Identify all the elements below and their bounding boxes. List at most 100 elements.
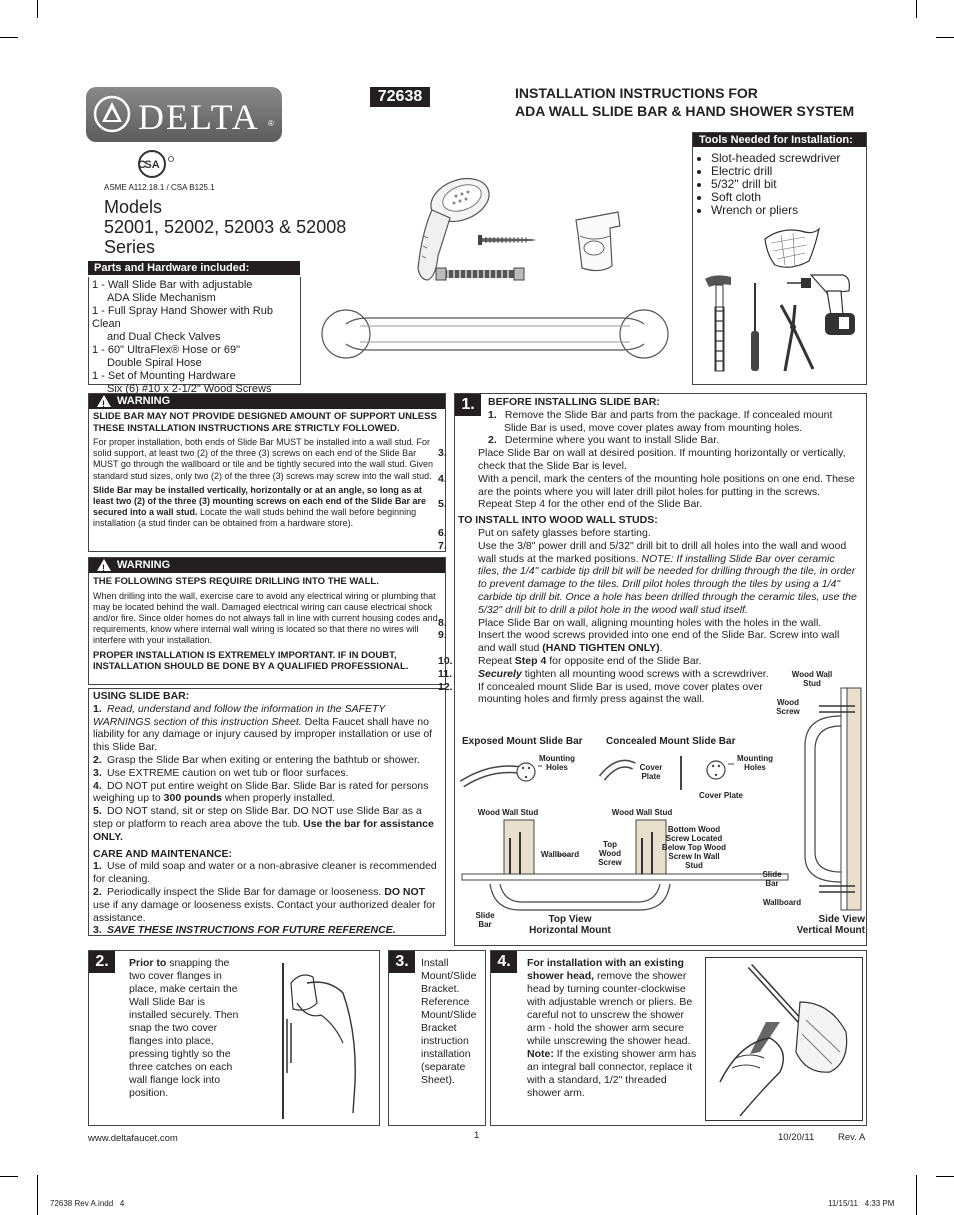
item-text: use if any damage or looseness exists. C… — [93, 898, 436, 924]
list-item: 1.Use of mild soap and water or a non-ab… — [93, 860, 437, 886]
parts-heading: Parts and Hardware included: — [88, 261, 300, 275]
step-body: snapping the two cover flanges in place,… — [129, 957, 239, 1099]
wood-screw-label: Wood Screw — [776, 698, 800, 716]
item-text: DO NOT put entire weight on Slide Bar. S… — [93, 779, 429, 805]
warning-text: For proper installation, both ends of Sl… — [93, 437, 434, 481]
step-text: For installation with an existing shower… — [527, 957, 699, 1100]
slug-left: 72638 Rev A.indd 4 — [50, 1199, 125, 1208]
page-title: INSTALLATION INSTRUCTIONS FOR ADA WALL S… — [515, 84, 854, 120]
item-text: Step 4 — [514, 654, 547, 667]
svg-text:C: C — [138, 159, 146, 171]
list-item: 6.Put on safety glasses before starting. — [438, 526, 651, 539]
item-text: Determine where you want to install Slid… — [504, 434, 720, 447]
warning-text: Slide Bar may be installed vertically, h… — [93, 485, 441, 530]
item-text: Delta Faucet shall have no liability for… — [93, 715, 433, 754]
mounting-holes-label: Mounting Holes — [539, 754, 575, 772]
slide-bar-icon — [321, 309, 669, 359]
step-3-panel: 3. Install Mount/Slide Bracket. Referenc… — [388, 950, 486, 1126]
mount-diagram — [460, 756, 734, 790]
csa-mark-icon: SA C — [138, 150, 174, 178]
item-text: Use the 3/8" power drill and 5/32" drill… — [478, 539, 847, 565]
step-number: 1. — [455, 394, 481, 416]
crop-mark — [0, 37, 18, 38]
item-text: for opposite end of the Slide Bar. — [546, 654, 702, 667]
step-body: remove the shower head by turning counte… — [527, 970, 693, 1047]
item-text: DO NOT — [384, 885, 426, 898]
models-line: 52001, 52002, 52003 & 52008 — [104, 217, 347, 237]
svg-text:SA: SA — [144, 159, 159, 171]
list-item: Electric drill — [711, 165, 866, 178]
top-view-diagram — [461, 819, 789, 911]
title-line: ADA WALL SLIDE BAR & HAND SHOWER SYSTEM — [515, 103, 855, 119]
warning-label: WARNING — [117, 395, 171, 407]
item-text: Put on safety glasses before starting. — [478, 526, 651, 539]
side-view-caption: Side View Vertical Mount — [775, 914, 865, 936]
item-text: With a pencil, mark the centers of the m… — [478, 472, 855, 498]
list-item: 3.Use EXTREME caution on wet tub or floo… — [93, 766, 349, 779]
list-item: 5.Repeat Step 4 for the other end of the… — [438, 498, 703, 511]
step-number: 2. — [89, 951, 115, 973]
cover-plate-label: Cover Plate — [698, 791, 744, 800]
crop-mark — [0, 1176, 18, 1177]
wood-screw-icon — [478, 235, 536, 245]
hose-icon — [435, 267, 525, 281]
delta-logo: DELTA ® — [86, 87, 282, 142]
mounting-holes-label: Mounting Holes — [737, 754, 773, 772]
brand-name: DELTA — [138, 97, 260, 137]
tools-heading: Tools Needed for Installation: — [693, 133, 866, 147]
section-heading: USING SLIDE BAR: — [93, 690, 190, 702]
item-text: (HAND TIGHTEN ONLY) — [542, 642, 660, 655]
soft-cloth-icon — [764, 227, 821, 268]
step-text: Install Mount/Slide Bracket. Reference M… — [421, 957, 477, 1086]
wallboard-label: Wallboard — [540, 850, 580, 859]
slide-bar-label: Slide Bar — [475, 911, 495, 929]
list-item: 2.Periodically inspect the Slide Bar for… — [93, 885, 436, 924]
item-text: DO NOT stand, sit or step on Slide Bar. … — [93, 805, 422, 830]
model-code-badge: 72638 — [370, 87, 430, 107]
list-item: 10.Repeat Step 4 for opposite end of the… — [438, 654, 702, 667]
warning-bold: Slide Bar may be installed vertically, h… — [93, 484, 427, 518]
title-line: INSTALLATION INSTRUCTIONS FOR — [515, 85, 758, 101]
caption-line: Top View — [548, 914, 592, 925]
item-text: 300 pounds — [163, 792, 222, 805]
item-text: Securely — [478, 667, 522, 680]
list-item: 3.SAVE THESE INSTRUCTIONS FOR FUTURE REF… — [93, 924, 396, 937]
wood-wall-stud-label: Wood Wall Stud — [611, 808, 673, 817]
step-bold: For installation with an existing shower… — [527, 957, 684, 982]
models-line: Models — [104, 197, 163, 217]
warning-header: !WARNING — [89, 394, 445, 409]
item-text: If concealed mount Slide Bar is used, mo… — [478, 680, 763, 706]
item-text: Grasp the Slide Bar when exiting or ente… — [107, 753, 420, 766]
screwdriver-icon — [751, 283, 759, 371]
item-text: when properly installed. — [222, 792, 336, 805]
crop-mark — [936, 1176, 954, 1177]
crop-mark — [936, 37, 954, 38]
list-item: 7.Use the 3/8" power drill and 5/32" dri… — [438, 539, 857, 616]
top-wood-screw-label: Top Wood Screw — [598, 840, 622, 867]
list-item: 2. Determine where you want to install S… — [488, 434, 720, 447]
wallboard-label: Wallboard — [762, 898, 802, 907]
list-item: 1 - Set of Mounting Hardware — [92, 370, 236, 382]
list-item: 8.Place Slide Bar on wall, aligning moun… — [438, 616, 822, 629]
step-2-panel: 2. Prior to snapping the two cover flang… — [88, 950, 380, 1126]
models-title: Models 52001, 52002, 52003 & 52008 Serie… — [104, 197, 346, 257]
list-item: 1.Read, understand and follow the inform… — [93, 702, 433, 754]
warning-icon: ! — [97, 559, 111, 573]
item-text: . — [659, 642, 663, 655]
list-item: Wrench or pliers — [711, 204, 866, 217]
item-text: Repeat — [478, 654, 515, 667]
list-item: Slot-headed screwdriver — [711, 152, 866, 165]
tools-list: Slot-headed screwdriver Electric drill 5… — [693, 152, 866, 217]
bottom-screw-note: Bottom Wood Screw Located Below Top Wood… — [661, 825, 727, 870]
slide-bracket-icon — [575, 211, 621, 272]
caption-line: Horizontal Mount — [529, 925, 611, 936]
wood-wall-stud-label: Wood Wall Stud — [791, 670, 833, 688]
list-item: 1 - Wall Slide Bar with adjustable — [92, 279, 253, 291]
item-text: Use the bar for assistance ONLY. — [93, 817, 434, 843]
caption-line: Side View — [818, 914, 865, 925]
step-body: If the existing shower arm has an integr… — [527, 1048, 697, 1099]
list-item: 9.Insert the wood screws provided into o… — [438, 629, 840, 655]
item-text: tighten all mounting wood screws with a … — [521, 667, 769, 680]
item-text: Read, understand and follow the informat… — [93, 702, 386, 728]
